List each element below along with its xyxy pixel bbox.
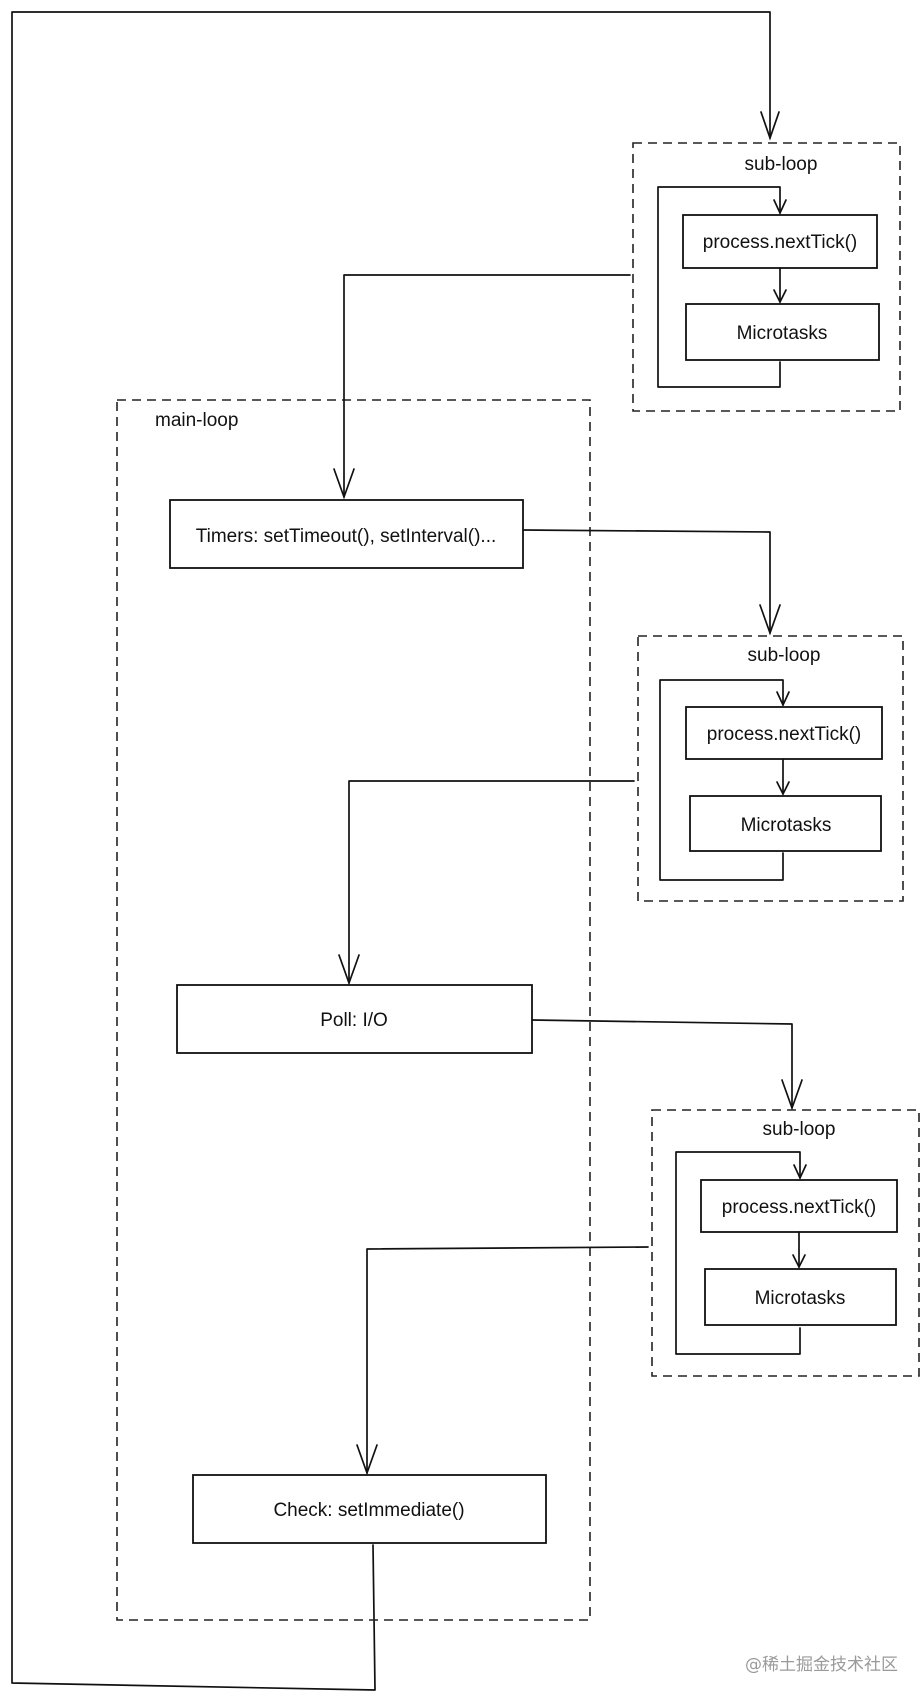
phase-poll-label: Poll: I/O (320, 1010, 388, 1031)
sub-loop-1-microtasks-label: Microtasks (737, 323, 828, 344)
phase-timers-label: Timers: setTimeout(), setInterval()... (196, 526, 497, 547)
phase-timers: Timers: setTimeout(), setInterval()... (169, 499, 524, 569)
sub-loop-2-nexttick-box (685, 706, 883, 760)
sub-loop-2-cycle-line (659, 679, 784, 881)
sub-loop-3-nexttick-label: process.nextTick() (722, 1197, 877, 1218)
timers-to-subloop2-line (522, 529, 771, 634)
sub-loop-3: sub-loop process.nextTick() Microtasks (651, 1109, 920, 1377)
sub-loop-1-container (632, 142, 901, 412)
outer-loop-line (11, 11, 771, 1691)
sub-loop-2-cycle-arrowhead (776, 691, 790, 708)
sub-loop-2-inner-arrowhead (776, 781, 790, 796)
sub-loop-2-microtasks-label: Microtasks (741, 815, 832, 836)
phase-check-label: Check: setImmediate() (273, 1500, 464, 1521)
timers-to-subloop2-arrowhead (759, 604, 781, 636)
sub-loop-3-container (651, 1109, 920, 1377)
sub-loop-1-cycle-arrowhead (773, 199, 787, 216)
phase-poll: Poll: I/O (176, 984, 533, 1054)
sub-loop-3-inner-arrowhead (792, 1254, 806, 1269)
sub-loop-2-microtasks-box (689, 795, 882, 852)
poll-to-subloop3-arrowhead (781, 1079, 803, 1111)
sub-loop-3-microtasks-box (704, 1268, 897, 1326)
main-loop-container (116, 399, 591, 1621)
sub-loop-2: sub-loop process.nextTick() Microtasks (637, 635, 904, 902)
watermark: @稀土掘金技术社区 (745, 1655, 898, 1675)
main-loop-label: main-loop (155, 410, 238, 431)
sub-loop-2-label: sub-loop (748, 645, 821, 666)
subloop2-to-poll-line (348, 780, 635, 984)
sub-loop-3-label: sub-loop (763, 1119, 836, 1140)
sub-loop-1-cycle-line (657, 186, 781, 388)
outer-loop-arrowhead (760, 111, 780, 141)
subloop1-to-timers-arrowhead (333, 468, 355, 500)
sub-loop-1-microtasks-box (685, 303, 880, 361)
subloop3-to-check-line (366, 1246, 649, 1474)
sub-loop-1-nexttick-label: process.nextTick() (703, 232, 858, 253)
sub-loop-3-cycle-arrowhead (793, 1164, 807, 1181)
subloop2-to-poll-arrowhead (338, 954, 360, 986)
subloop3-to-check-arrowhead (356, 1444, 378, 1476)
subloop1-to-timers-line (343, 274, 631, 498)
phase-check: Check: setImmediate() (192, 1474, 547, 1544)
sub-loop-3-microtasks-label: Microtasks (755, 1288, 846, 1309)
sub-loop-1-inner-arrowhead (773, 289, 787, 304)
sub-loop-3-cycle-line (675, 1151, 801, 1355)
sub-loop-2-nexttick-label: process.nextTick() (707, 724, 862, 745)
poll-to-subloop3-line (531, 1019, 793, 1109)
sub-loop-1: sub-loop process.nextTick() Microtasks (632, 142, 901, 412)
sub-loop-1-label: sub-loop (745, 154, 818, 175)
sub-loop-1-nexttick-box (682, 214, 878, 269)
sub-loop-2-container (637, 635, 904, 902)
sub-loop-3-nexttick-box (700, 1179, 898, 1233)
